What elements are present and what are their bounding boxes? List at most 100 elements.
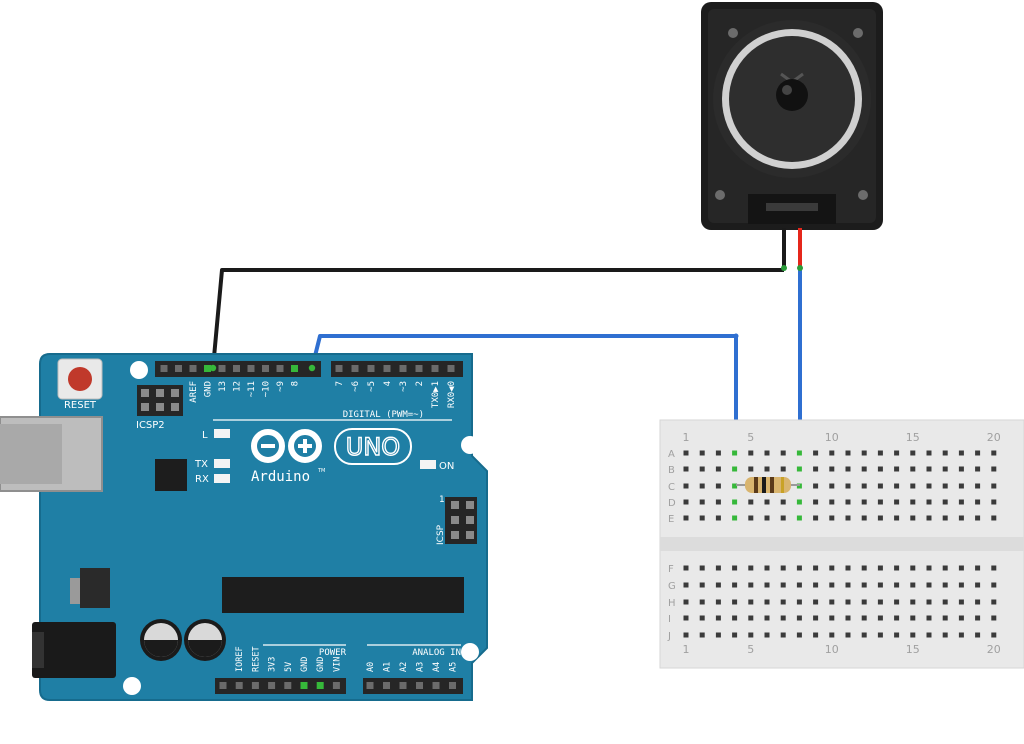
digital-pin-socket[interactable] (175, 365, 182, 372)
breadboard-hole[interactable] (958, 466, 964, 472)
breadboard-hole[interactable] (748, 632, 754, 638)
digital-pin-socket[interactable] (247, 365, 255, 372)
breadboard-hole[interactable] (910, 483, 916, 489)
breadboard-hole[interactable] (975, 450, 981, 456)
digital-pin-socket[interactable] (189, 365, 197, 372)
breadboard-hole[interactable] (958, 599, 964, 605)
breadboard-hole[interactable] (861, 615, 867, 621)
breadboard-hole[interactable] (796, 599, 802, 605)
breadboard-hole[interactable] (975, 466, 981, 472)
breadboard-hole[interactable] (829, 499, 835, 505)
breadboard-hole[interactable] (732, 515, 738, 521)
breadboard-hole[interactable] (683, 599, 689, 605)
breadboard-hole[interactable] (732, 599, 738, 605)
breadboard-hole[interactable] (894, 499, 900, 505)
breadboard-hole[interactable] (715, 582, 721, 588)
digital-pin-socket[interactable] (335, 365, 343, 372)
digital-pin-socket[interactable] (431, 365, 439, 372)
breadboard-hole[interactable] (894, 615, 900, 621)
digital-pin-socket[interactable] (262, 365, 269, 372)
breadboard-hole[interactable] (877, 450, 883, 456)
power-pin-socket[interactable] (300, 682, 308, 689)
breadboard-hole[interactable] (699, 615, 705, 621)
digital-pin-socket[interactable] (218, 365, 226, 372)
breadboard-hole[interactable] (845, 582, 851, 588)
breadboard-hole[interactable] (764, 632, 770, 638)
breadboard-hole[interactable] (715, 450, 721, 456)
breadboard-hole[interactable] (975, 565, 981, 571)
breadboard-hole[interactable] (764, 565, 770, 571)
breadboard-hole[interactable] (780, 599, 786, 605)
breadboard-hole[interactable] (861, 466, 867, 472)
breadboard-hole[interactable] (877, 582, 883, 588)
breadboard-hole[interactable] (845, 632, 851, 638)
breadboard-hole[interactable] (780, 615, 786, 621)
breadboard-hole[interactable] (683, 515, 689, 521)
breadboard-hole[interactable] (894, 632, 900, 638)
breadboard-hole[interactable] (780, 450, 786, 456)
breadboard-hole[interactable] (926, 450, 932, 456)
breadboard-hole[interactable] (715, 483, 721, 489)
breadboard-hole[interactable] (861, 582, 867, 588)
breadboard-hole[interactable] (748, 599, 754, 605)
breadboard-hole[interactable] (926, 466, 932, 472)
breadboard-hole[interactable] (926, 632, 932, 638)
breadboard-hole[interactable] (764, 499, 770, 505)
digital-pin-socket[interactable] (415, 365, 423, 372)
breadboard-hole[interactable] (991, 599, 997, 605)
power-pin-socket[interactable] (332, 682, 340, 689)
breadboard-hole[interactable] (715, 515, 721, 521)
digital-pin-socket[interactable] (383, 365, 391, 372)
breadboard-hole[interactable] (683, 632, 689, 638)
breadboard-hole[interactable] (991, 582, 997, 588)
breadboard-hole[interactable] (894, 582, 900, 588)
breadboard-hole[interactable] (748, 450, 754, 456)
breadboard-hole[interactable] (829, 466, 835, 472)
breadboard-hole[interactable] (764, 450, 770, 456)
breadboard-hole[interactable] (861, 515, 867, 521)
breadboard-hole[interactable] (780, 515, 786, 521)
breadboard-hole[interactable] (715, 632, 721, 638)
breadboard-hole[interactable] (877, 515, 883, 521)
breadboard-hole[interactable] (910, 565, 916, 571)
analog-pin-socket[interactable] (383, 682, 390, 689)
breadboard-hole[interactable] (894, 466, 900, 472)
breadboard-hole[interactable] (991, 515, 997, 521)
breadboard-hole[interactable] (910, 599, 916, 605)
breadboard-hole[interactable] (910, 632, 916, 638)
breadboard-hole[interactable] (926, 565, 932, 571)
power-pin-socket[interactable] (219, 682, 227, 689)
breadboard-hole[interactable] (845, 483, 851, 489)
breadboard-hole[interactable] (894, 483, 900, 489)
breadboard-hole[interactable] (877, 483, 883, 489)
analog-pin-socket[interactable] (449, 682, 456, 689)
breadboard-hole[interactable] (861, 632, 867, 638)
breadboard-hole[interactable] (991, 499, 997, 505)
breadboard-hole[interactable] (926, 615, 932, 621)
breadboard-hole[interactable] (861, 499, 867, 505)
breadboard-hole[interactable] (796, 450, 802, 456)
breadboard-hole[interactable] (813, 615, 819, 621)
breadboard-hole[interactable] (845, 599, 851, 605)
breadboard-hole[interactable] (813, 466, 819, 472)
breadboard-hole[interactable] (715, 466, 721, 472)
breadboard-hole[interactable] (699, 483, 705, 489)
breadboard-hole[interactable] (796, 615, 802, 621)
breadboard-hole[interactable] (877, 599, 883, 605)
breadboard-hole[interactable] (926, 582, 932, 588)
breadboard-hole[interactable] (683, 582, 689, 588)
breadboard-hole[interactable] (845, 499, 851, 505)
analog-pin-socket[interactable] (432, 682, 440, 689)
breadboard-hole[interactable] (780, 632, 786, 638)
breadboard-hole[interactable] (958, 499, 964, 505)
breadboard-hole[interactable] (715, 499, 721, 505)
power-pin-socket[interactable] (251, 682, 259, 689)
digital-pin-socket[interactable] (160, 365, 168, 372)
breadboard-hole[interactable] (910, 499, 916, 505)
breadboard-hole[interactable] (991, 565, 997, 571)
breadboard-hole[interactable] (991, 450, 997, 456)
breadboard-hole[interactable] (748, 582, 754, 588)
breadboard-hole[interactable] (780, 499, 786, 505)
breadboard-hole[interactable] (764, 615, 770, 621)
breadboard-hole[interactable] (715, 565, 721, 571)
